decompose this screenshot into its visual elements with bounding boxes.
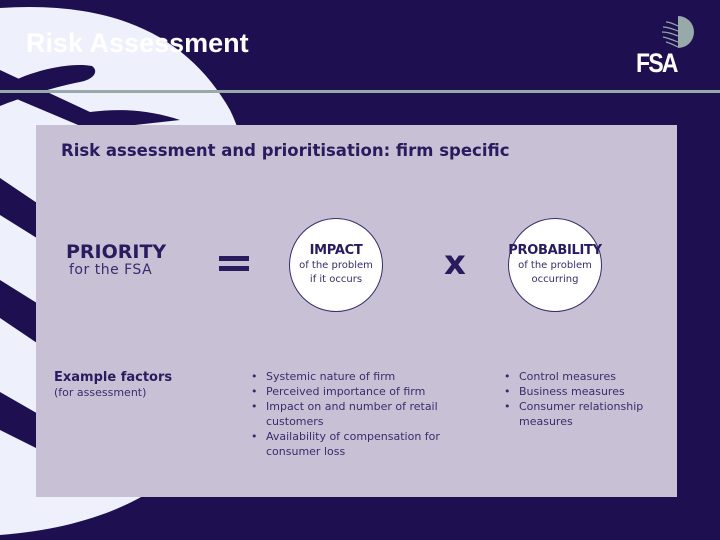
probability-factors-list: Control measures Business measures Consu… xyxy=(502,369,672,429)
impact-line-2: if it occurs xyxy=(309,274,363,285)
probability-circle: PROBABILITY of the problem occurring xyxy=(508,218,602,312)
impact-line-1: of the problem xyxy=(299,260,373,271)
impact-title: IMPACT xyxy=(309,243,363,258)
list-item: Impact on and number of retail customers xyxy=(249,399,459,429)
impact-factors-list: Systemic nature of firm Perceived import… xyxy=(249,369,459,459)
probability-line-1: of the problem xyxy=(518,260,592,271)
equals-sign-icon xyxy=(219,256,249,272)
impact-circle: IMPACT of the problem if it occurs xyxy=(289,218,383,312)
title-divider xyxy=(0,90,720,93)
fsa-logo-text: FSA xyxy=(636,48,678,78)
list-item: Control measures xyxy=(502,369,672,384)
priority-block: PRIORITY for the FSA xyxy=(66,242,166,279)
probability-line-2: occurring xyxy=(531,274,579,285)
diagram-panel: Risk assessment and prioritisation: firm… xyxy=(36,125,677,497)
list-item: Consumer relationship measures xyxy=(502,399,672,429)
list-item: Business measures xyxy=(502,384,672,399)
priority-subtitle: for the FSA xyxy=(69,262,153,278)
example-factors-label: Example factors (for assessment) xyxy=(54,370,172,400)
list-item: Perceived importance of firm xyxy=(249,384,459,399)
panel-heading: Risk assessment and prioritisation: firm… xyxy=(61,141,510,160)
probability-title: PROBABILITY xyxy=(508,243,602,258)
priority-title: PRIORITY xyxy=(66,241,167,263)
list-item: Availability of compensation for consume… xyxy=(249,429,459,459)
slide-title: Risk Assessment xyxy=(26,28,249,58)
fsa-globe-logo-icon xyxy=(661,16,694,48)
example-factors-title: Example factors xyxy=(54,370,173,385)
multiply-sign-icon: x xyxy=(444,243,466,283)
list-item: Systemic nature of firm xyxy=(249,369,459,384)
example-factors-subtitle: (for assessment) xyxy=(54,386,147,399)
